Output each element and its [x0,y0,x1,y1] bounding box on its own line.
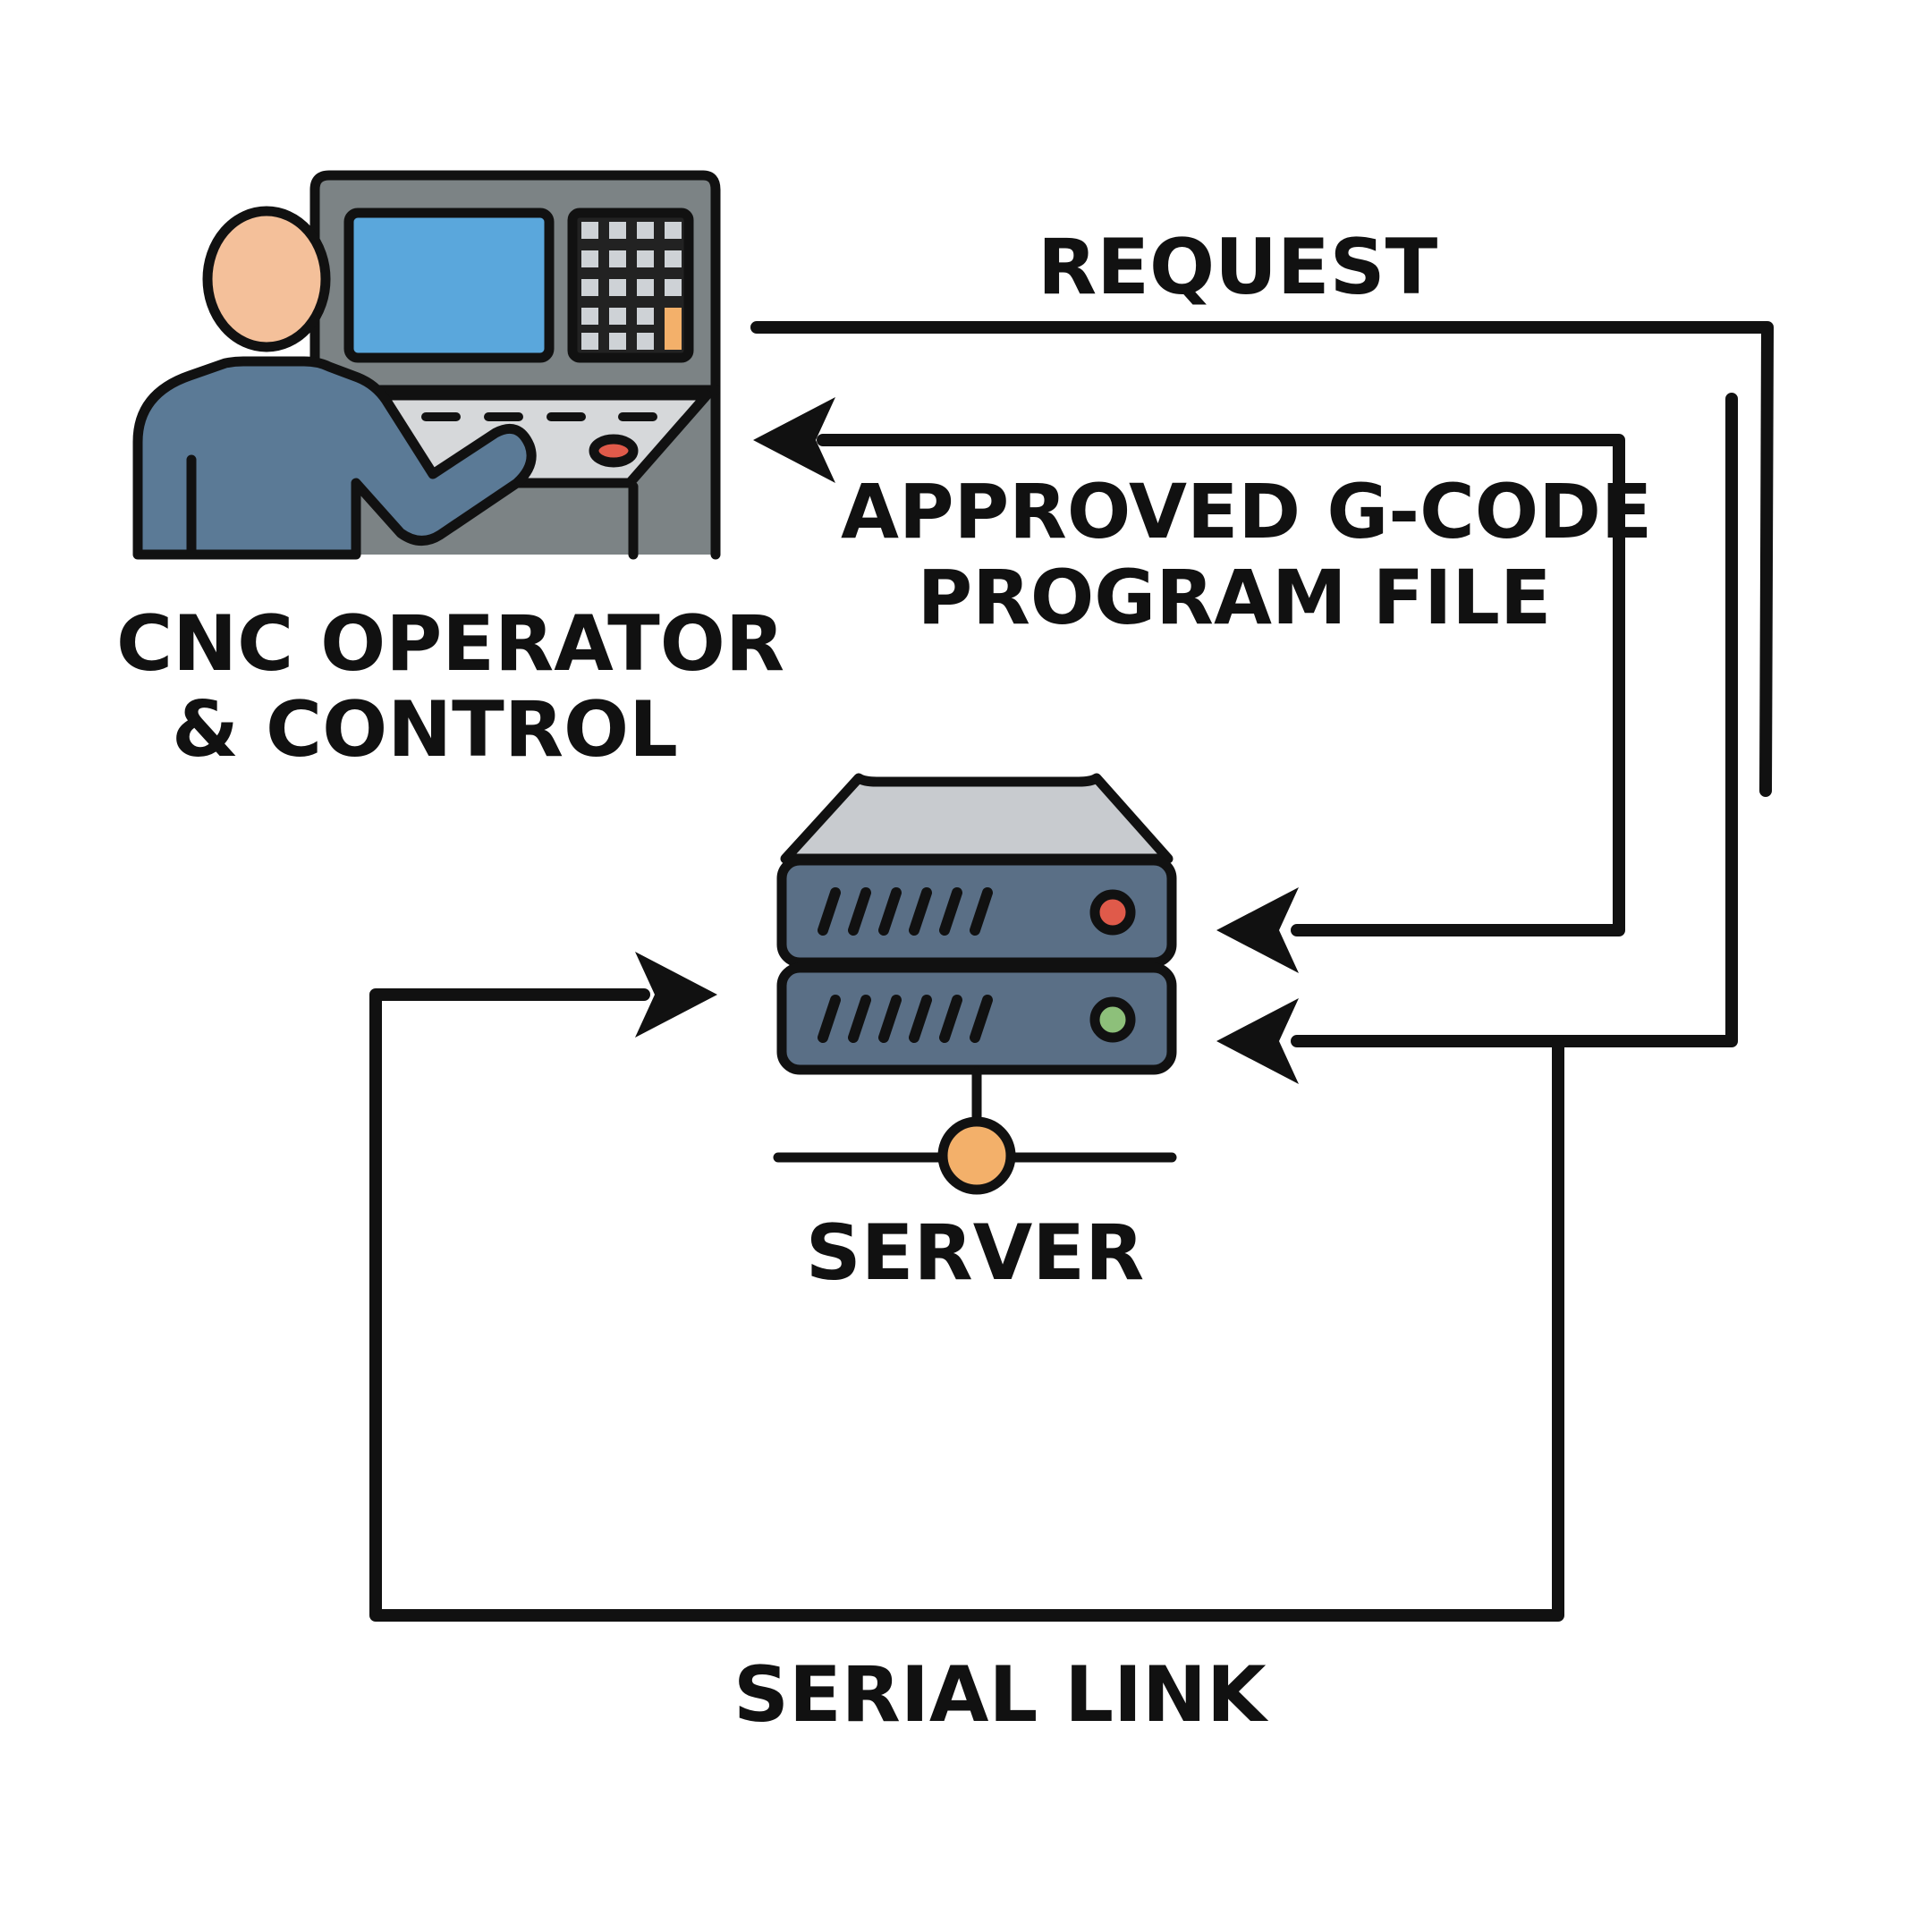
server-led-red [1089,889,1136,936]
serial-connector [369,952,1564,1622]
gcode-connector [753,397,1625,973]
gcode-label-line2: PROGRAM FILE [917,554,1552,641]
request-return-connector [1216,393,1738,1084]
cnc-screen [343,208,555,363]
cnc-red-button [589,434,639,468]
request-arrow-to-server [1216,998,1299,1084]
network-node-icon [937,1116,1016,1195]
server-led-green [1089,996,1136,1043]
cnc-operator-label: CNC OPERATOR & CONTROL [116,599,785,775]
cnc-label-line1: CNC OPERATOR [116,599,785,689]
serial-link-label: SERIAL LINK [733,1650,1267,1740]
gcode-arrow-to-server [1216,887,1299,973]
request-label: REQUEST [1038,223,1438,312]
server-icon [773,773,1177,1195]
cnc-label-line2: & CONTROL [172,685,678,775]
serial-arrow-to-server [635,952,717,1038]
cnc-keypad-icon [567,208,694,363]
gcode-label-line1: APPROVED G-CODE [841,468,1653,555]
request-connector [750,321,1774,797]
gcode-label: APPROVED G-CODE PROGRAM FILE [841,468,1653,641]
server-label: SERVER [805,1208,1145,1298]
cnc-operator-icon [132,170,721,560]
gcode-arrow-to-cnc [753,397,835,483]
operator-head [202,206,331,352]
server-top [780,773,1174,864]
operator-body [132,356,537,560]
